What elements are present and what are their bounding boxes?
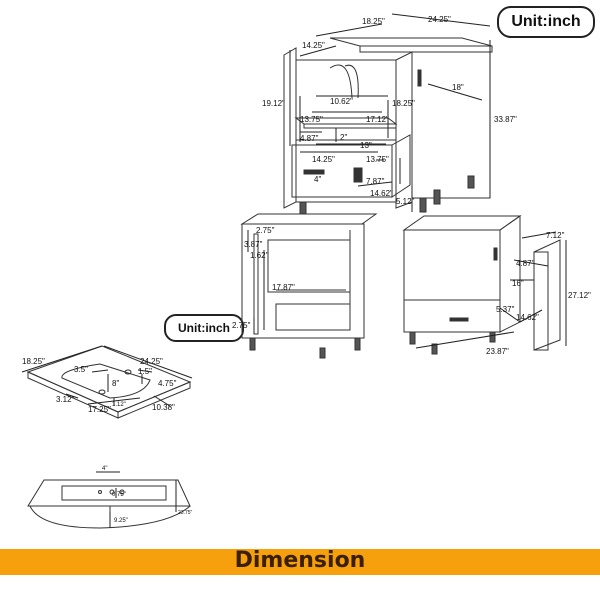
basin-top-drawing bbox=[27, 479, 191, 529]
dim-basin-depth: 18.25" bbox=[22, 357, 45, 366]
dim-basin-bowl-depth: 8" bbox=[112, 379, 119, 388]
dimension-banner bbox=[0, 549, 600, 575]
dim-top-side-height: 13.75" bbox=[300, 115, 323, 124]
dim-basin-top-hole: 0.75" bbox=[112, 492, 126, 498]
dim-top-upper-height: 19.12" bbox=[262, 99, 285, 108]
dim-basin-bowl-length: 10.38" bbox=[152, 403, 175, 412]
dim-top-drawer-outer: 14.62" bbox=[370, 189, 393, 198]
dim-top-drawer-inner: 13.75" bbox=[366, 155, 389, 164]
dim-front-drawer-width: 14.62" bbox=[516, 313, 539, 322]
dim-top-inner-depth2: 18.25" bbox=[392, 99, 415, 108]
dim-side-inner-height: 17.87" bbox=[272, 283, 295, 292]
dim-front-total-height: 27.12" bbox=[568, 291, 591, 300]
unit-label-mid: Unit:inch bbox=[164, 314, 244, 342]
dim-top-drawer-handle: 4" bbox=[314, 175, 321, 184]
dim-basin-bowl-width: 17.25" bbox=[88, 405, 111, 414]
dim-basin-top-overall: 23.75" bbox=[178, 510, 193, 516]
dim-top-drawer-gap: 2" bbox=[340, 133, 347, 142]
dim-top-shelf-depth: 10.62" bbox=[330, 97, 353, 106]
front-view-drawing bbox=[402, 215, 561, 355]
dim-basin-bowl-front: 3.12" bbox=[56, 395, 75, 404]
dim-front-inner-width: 16" bbox=[512, 279, 524, 288]
dim-basin-side: 4.75" bbox=[158, 379, 177, 388]
dim-side-opening: 3.87" bbox=[244, 240, 263, 249]
dim-basin-hole: 1.5" bbox=[138, 367, 152, 376]
dim-basin-edge: 3.5" bbox=[74, 365, 88, 374]
dim-basin-width: 24.25" bbox=[140, 357, 163, 366]
dim-basin-top-faucet: 4" bbox=[102, 466, 107, 472]
dim-top-drawer-width: 14.25" bbox=[312, 155, 335, 164]
dim-side-top-gap: 2.75" bbox=[256, 226, 275, 235]
dim-front-panel-gap: 4.87" bbox=[516, 259, 535, 268]
top-cabinet-drawing bbox=[283, 37, 493, 215]
dim-top-small-gap: 4.87" bbox=[300, 134, 319, 143]
banner-title: Dimension bbox=[234, 548, 366, 573]
dim-top-leg-height: 5.12" bbox=[396, 197, 415, 206]
dim-side-rail: 1.62" bbox=[250, 251, 269, 260]
dim-top-shelf-width: 17.12" bbox=[366, 115, 389, 124]
dim-front-panel-width: 7.12" bbox=[546, 231, 565, 240]
dim-front-drawer-side: 5.37" bbox=[496, 305, 515, 314]
dim-top-width: 24.25" bbox=[428, 15, 451, 24]
dim-front-base-width: 23.87" bbox=[486, 347, 509, 356]
basin-iso-drawing bbox=[26, 345, 192, 419]
dim-top-cabinet-height: 33.87" bbox=[494, 115, 517, 124]
side-view-drawing bbox=[240, 213, 378, 359]
dim-top-depth: 18.25" bbox=[362, 17, 385, 26]
dim-top-drawer-height: 7.87" bbox=[366, 177, 385, 186]
dim-top-drawer-depth: 13" bbox=[360, 141, 372, 150]
dim-basin-top-drain: 9.25" bbox=[114, 518, 128, 524]
dim-side-bottom-gap: 2.75" bbox=[232, 321, 251, 330]
dim-basin-drain: 1.12" bbox=[112, 402, 126, 408]
dim-top-door-width: 18" bbox=[452, 83, 464, 92]
unit-label-top: Unit:inch bbox=[497, 6, 595, 38]
dim-top-inner-depth: 14.25" bbox=[302, 41, 325, 50]
